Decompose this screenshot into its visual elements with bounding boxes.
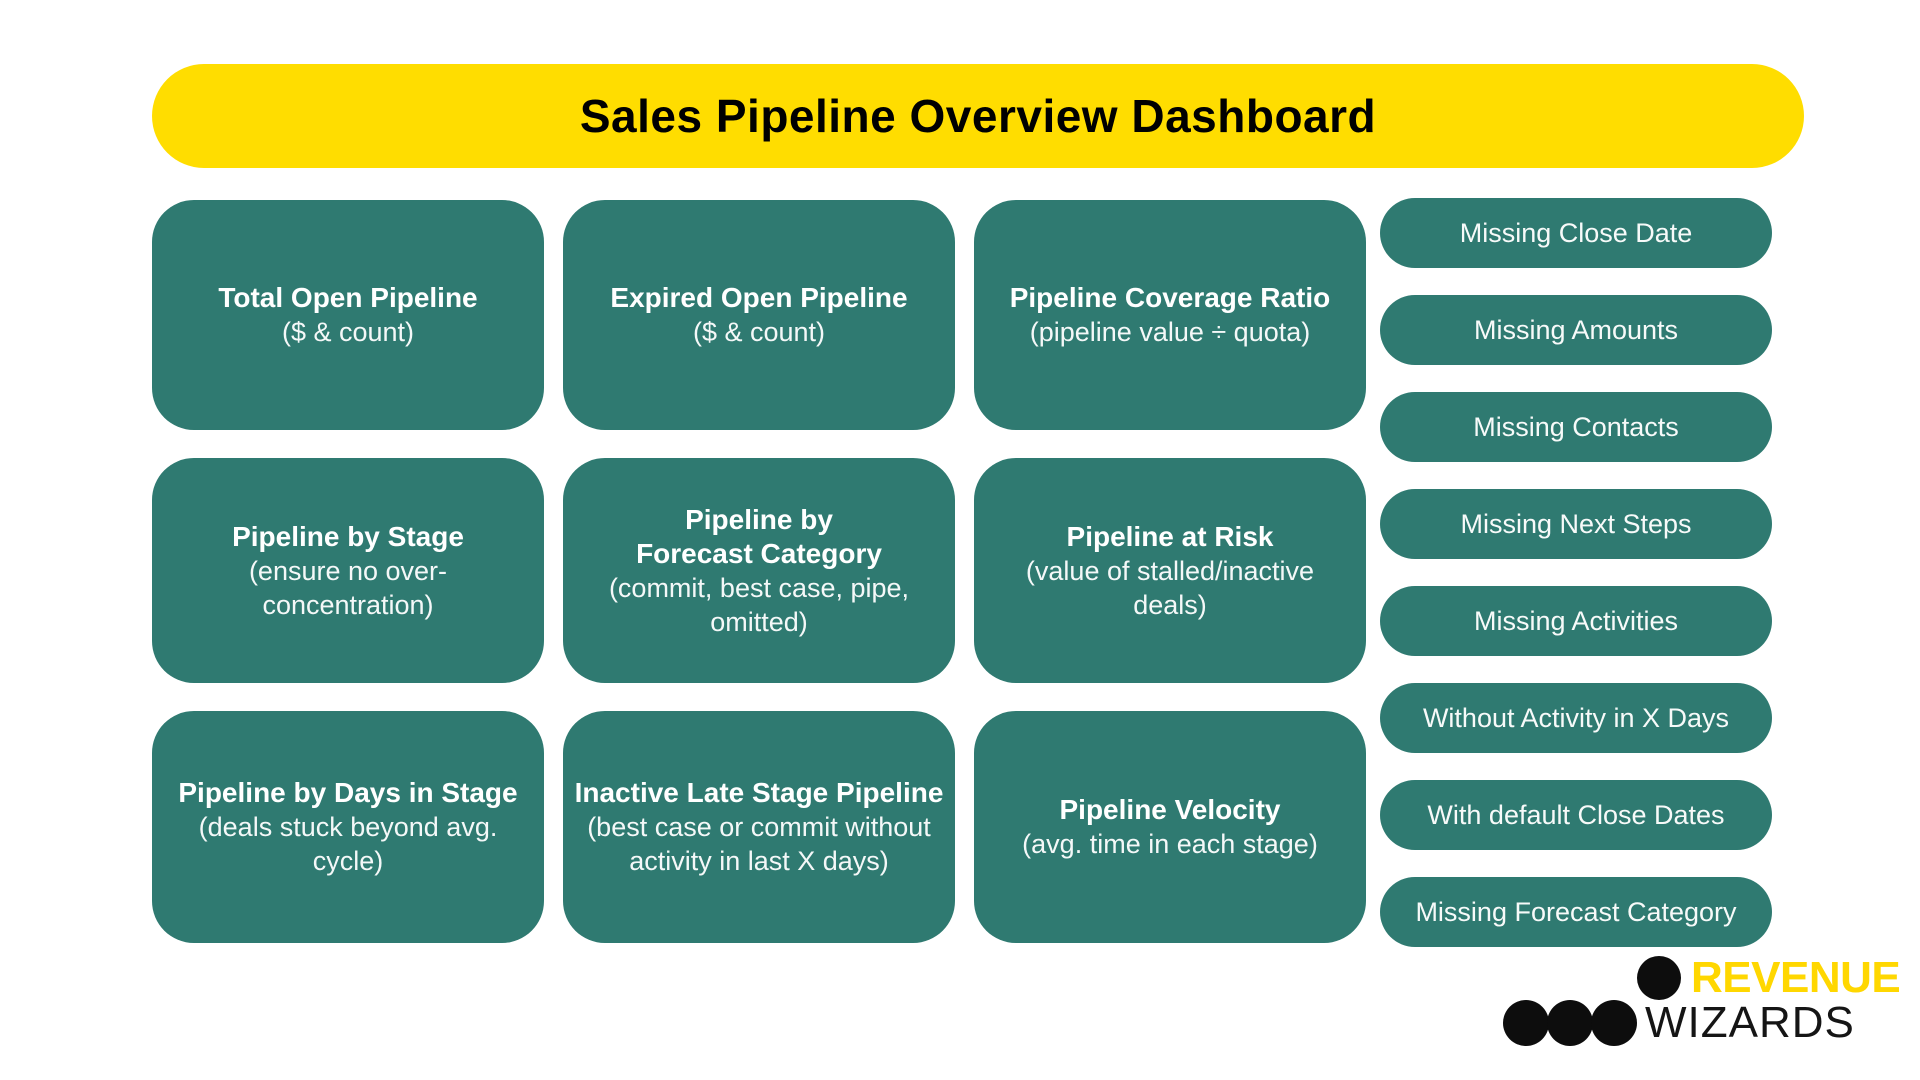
logo-dot-icon xyxy=(1637,956,1681,1000)
pill-with-default-close-dates: With default Close Dates xyxy=(1380,780,1772,850)
revenue-wizards-logo: REVENUE WIZARDS xyxy=(1503,953,1901,1046)
card-subtitle: (commit, best case, pipe, omitted) xyxy=(608,572,910,637)
pill-missing-contacts: Missing Contacts xyxy=(1380,392,1772,462)
metric-cards-grid: Total Open Pipeline ($ & count) Expired … xyxy=(152,200,1366,943)
pill-without-activity-in-x-days: Without Activity in X Days xyxy=(1380,683,1772,753)
page-title: Sales Pipeline Overview Dashboard xyxy=(579,90,1377,142)
card-title: Pipeline Coverage Ratio xyxy=(1009,282,1331,313)
title-banner: Sales Pipeline Overview Dashboard xyxy=(152,64,1804,168)
logo-dot-icon xyxy=(1503,1000,1549,1046)
card-title: Pipeline by Forecast Category xyxy=(636,503,882,569)
logo-word-wizards: WIZARDS xyxy=(1645,998,1855,1047)
card-subtitle: (ensure no over-concentration) xyxy=(248,555,448,620)
data-quality-pill-list: Missing Close Date Missing Amounts Missi… xyxy=(1380,198,1772,947)
pill-missing-amounts: Missing Amounts xyxy=(1380,295,1772,365)
logo-bottom-row: WIZARDS xyxy=(1503,1000,1900,1046)
card-subtitle: (avg. time in each stage) xyxy=(1022,829,1318,859)
pill-label: Missing Close Date xyxy=(1459,218,1693,248)
pill-missing-forecast-category: Missing Forecast Category xyxy=(1380,877,1772,947)
pill-label: Missing Next Steps xyxy=(1460,509,1692,539)
card-pipeline-at-risk: Pipeline at Risk (value of stalled/inact… xyxy=(974,458,1366,683)
pill-label: Missing Activities xyxy=(1473,606,1679,636)
pill-missing-close-date: Missing Close Date xyxy=(1380,198,1772,268)
pill-label: Without Activity in X Days xyxy=(1422,703,1730,733)
card-title: Inactive Late Stage Pipeline xyxy=(574,777,944,808)
card-expired-open-pipeline: Expired Open Pipeline ($ & count) xyxy=(563,200,955,430)
card-subtitle: (deals stuck beyond avg. cycle) xyxy=(198,812,498,876)
logo-dot-icon xyxy=(1591,1000,1637,1046)
card-pipeline-coverage-ratio: Pipeline Coverage Ratio (pipeline value … xyxy=(974,200,1366,430)
card-subtitle: (best case or commit without activity in… xyxy=(587,812,931,876)
pill-missing-activities: Missing Activities xyxy=(1380,586,1772,656)
pill-label: Missing Forecast Category xyxy=(1415,897,1737,927)
card-title: Pipeline by Stage xyxy=(232,520,464,552)
card-subtitle: ($ & count) xyxy=(692,317,826,347)
card-subtitle: (value of stalled/inactive deals) xyxy=(1025,555,1315,620)
logo-word-revenue: REVENUE xyxy=(1691,953,1901,1002)
pill-label: Missing Contacts xyxy=(1473,412,1679,442)
pill-missing-next-steps: Missing Next Steps xyxy=(1380,489,1772,559)
card-title: Pipeline by Days in Stage xyxy=(178,777,518,808)
card-pipeline-velocity: Pipeline Velocity (avg. time in each sta… xyxy=(974,711,1366,943)
card-pipeline-by-days-in-stage: Pipeline by Days in Stage (deals stuck b… xyxy=(152,711,544,943)
pill-label: Missing Amounts xyxy=(1473,315,1679,345)
card-inactive-late-stage-pipeline: Inactive Late Stage Pipeline (best case … xyxy=(563,711,955,943)
card-title: Pipeline at Risk xyxy=(1066,520,1274,552)
pill-label: With default Close Dates xyxy=(1427,800,1725,830)
card-subtitle: ($ & count) xyxy=(281,317,415,347)
logo-top-row: REVENUE xyxy=(1637,953,1901,1002)
card-total-open-pipeline: Total Open Pipeline ($ & count) xyxy=(152,200,544,430)
card-title: Total Open Pipeline xyxy=(218,282,478,313)
card-pipeline-by-stage: Pipeline by Stage (ensure no over-concen… xyxy=(152,458,544,683)
card-pipeline-by-forecast-category: Pipeline by Forecast Category (commit, b… xyxy=(563,458,955,683)
card-title: Pipeline Velocity xyxy=(1059,794,1281,825)
card-title: Expired Open Pipeline xyxy=(610,282,908,313)
card-subtitle: (pipeline value ÷ quota) xyxy=(1029,317,1311,347)
logo-dot-icon xyxy=(1547,1000,1593,1046)
